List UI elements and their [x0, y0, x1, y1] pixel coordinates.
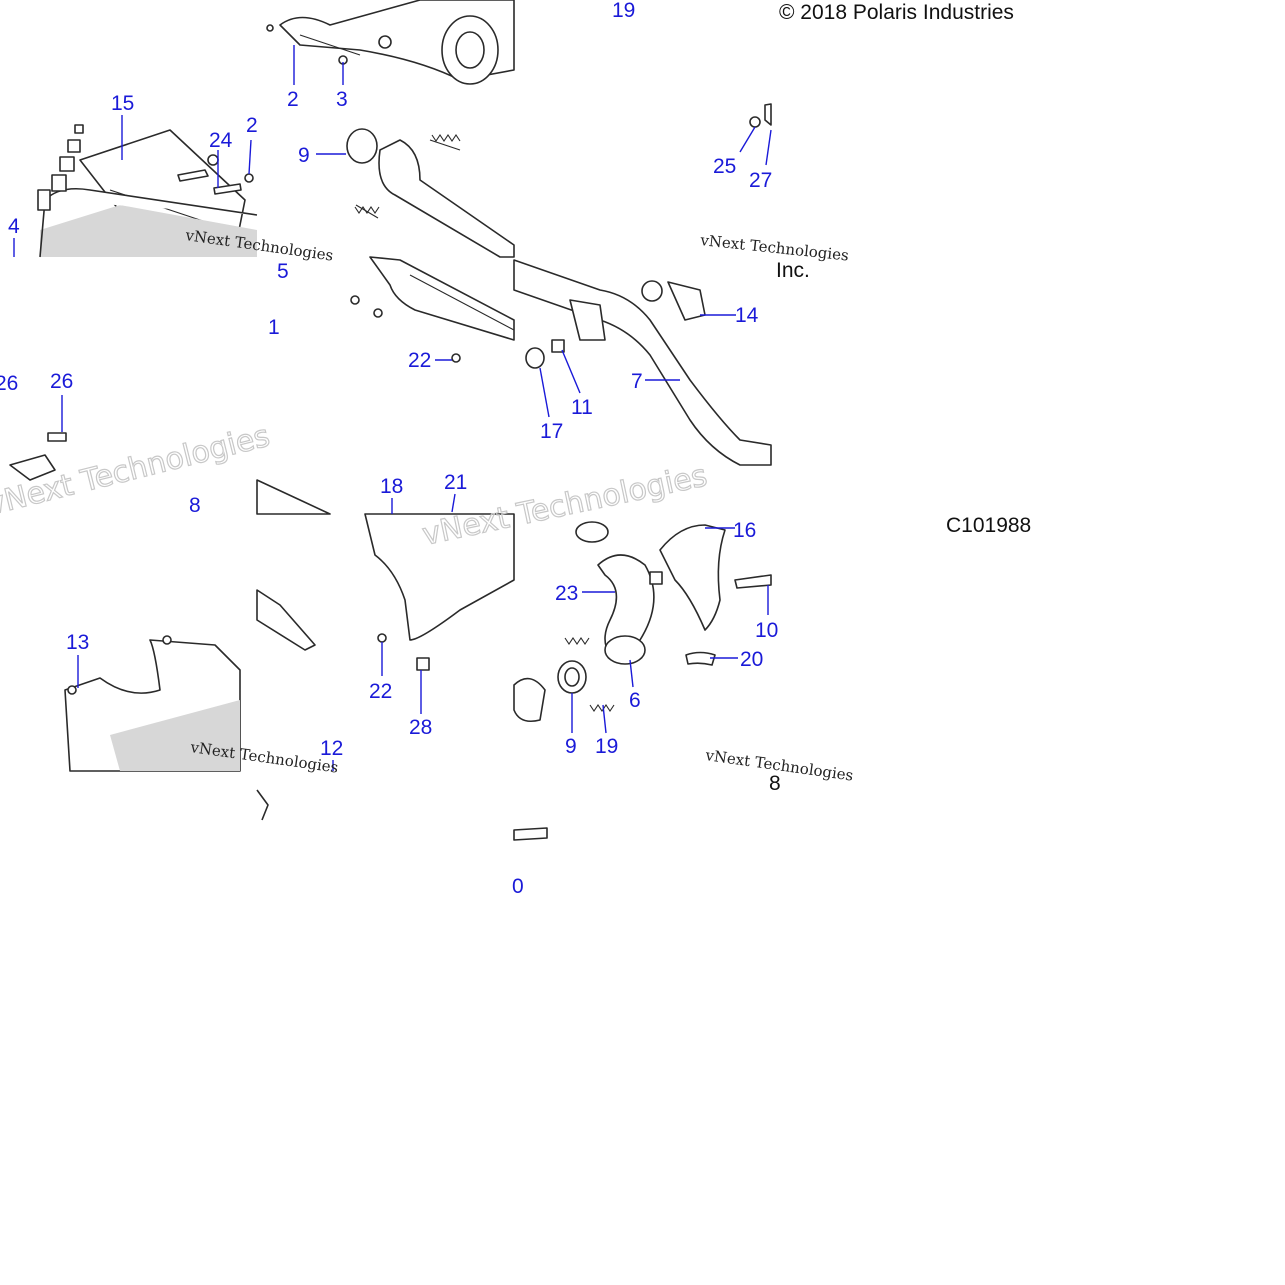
copyright-text: © 2018 Polaris Industries: [779, 1, 1014, 24]
callout-13: 13: [66, 631, 89, 654]
springs: [354, 134, 615, 712]
clamp-and-spring-lower: [513, 574, 772, 841]
watermark-text: vNext Technologies: [183, 226, 334, 265]
callout-26-left: 26: [0, 372, 18, 395]
callout-22-lower: 22: [369, 680, 392, 703]
callout-7: 7: [631, 370, 643, 393]
spring-hardware-top-right: [749, 103, 772, 128]
copyright-tail: Inc.: [776, 259, 810, 282]
callout-3: 3: [336, 88, 348, 111]
callout-21: 21: [444, 471, 467, 494]
callout-0: 0: [512, 875, 524, 898]
callout-2: 2: [287, 88, 299, 111]
callout-24: 24: [209, 129, 233, 152]
callout-22-mid: 22: [408, 349, 431, 372]
callout-9-lower: 9: [565, 735, 577, 758]
callout-28: 28: [409, 716, 432, 739]
callout-8-left: 8: [189, 494, 201, 517]
callout-27: 27: [749, 169, 772, 192]
bracket-plate: [350, 256, 515, 363]
heat-shield-16: [659, 524, 726, 631]
callout-12: 12: [320, 737, 343, 760]
muffler-corner-18: [256, 479, 331, 515]
watermark-text: vNext Technologies: [699, 231, 850, 265]
callout-2-right: 2: [246, 114, 258, 137]
callout-20: 20: [740, 648, 763, 671]
callout-5: 5: [277, 260, 289, 283]
callout-9-top: 9: [298, 144, 310, 167]
callout-1: 1: [268, 316, 280, 339]
head-pipe-top: [346, 128, 515, 258]
callout-15: 15: [111, 92, 134, 115]
muffler-assembly-top: [266, 0, 515, 85]
leader-lines: [13, 45, 772, 771]
callout-labels: 19 2 3 15 24 2 4 9 25 27 5 1 14 22 26 26…: [0, 0, 781, 898]
callout-23: 23: [555, 582, 578, 605]
callout-11: 11: [571, 396, 593, 419]
exhaust-elbow-6: [575, 521, 663, 665]
callout-19-lower: 19: [595, 735, 618, 758]
callout-16: 16: [733, 519, 756, 542]
pipe-fragment-12: [256, 789, 269, 821]
hardware-stack-left: [37, 124, 254, 211]
heat-shield-13: [64, 635, 241, 772]
diagram-code: C101988: [946, 514, 1031, 537]
callout-10: 10: [755, 619, 778, 642]
callout-6: 6: [629, 689, 641, 712]
heat-shield-18: [256, 513, 515, 671]
callout-14: 14: [735, 304, 759, 327]
callout-25: 25: [713, 155, 736, 178]
callout-19-top: 19: [612, 0, 635, 22]
callout-17: 17: [540, 420, 563, 443]
callout-8-lower: 8: [769, 772, 781, 795]
callout-18: 18: [380, 475, 403, 498]
callout-26: 26: [50, 370, 73, 393]
head-pipe-7: [513, 259, 772, 466]
callout-4: 4: [8, 215, 20, 238]
bracket-clip-26: [9, 432, 67, 481]
